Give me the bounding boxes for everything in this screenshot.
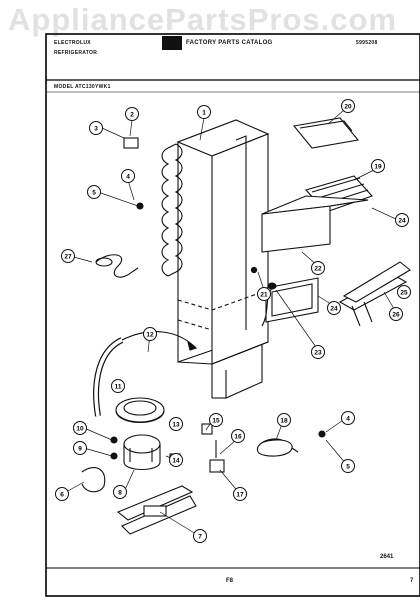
- lower-rails: [338, 261, 411, 327]
- svg-text:7: 7: [198, 534, 202, 541]
- callout-25: 25: [397, 285, 411, 299]
- svg-text:26: 26: [392, 312, 400, 319]
- top-hinge-bracket: [292, 117, 360, 149]
- page-frame: [45, 33, 420, 597]
- svg-text:14: 14: [172, 458, 180, 465]
- grommet: [81, 467, 106, 493]
- drain-pan: [115, 397, 165, 423]
- callout-bubbles: 1 2 3 4 5 6 7 8 9 10 11 12 13 14 15 16 1…: [55, 99, 411, 543]
- callout-18: 18: [277, 413, 291, 427]
- callout-24b: 24: [327, 301, 341, 315]
- callout-13: 13: [169, 417, 183, 431]
- svg-text:20: 20: [344, 104, 352, 111]
- callout-20: 20: [341, 99, 355, 113]
- svg-text:13: 13: [172, 422, 180, 429]
- callout-16: 16: [231, 429, 245, 443]
- svg-text:19: 19: [374, 164, 382, 171]
- compressor: [123, 434, 161, 471]
- svg-text:8: 8: [118, 490, 122, 497]
- svg-text:24: 24: [330, 306, 338, 313]
- svg-text:21: 21: [260, 292, 268, 299]
- callout-10: 10: [73, 421, 87, 435]
- product-line: REFRIGERATOR: [54, 50, 98, 56]
- callout-27: 27: [61, 249, 75, 263]
- svg-text:17: 17: [236, 492, 244, 499]
- callout-2: 2: [125, 107, 139, 121]
- svg-text:5: 5: [92, 190, 96, 197]
- cabinet-body: [176, 119, 270, 399]
- callout-23: 23: [311, 345, 325, 359]
- callout-14: 14: [169, 453, 183, 467]
- callout-22: 22: [311, 261, 325, 275]
- callout-6: 6: [55, 487, 69, 501]
- svg-text:4: 4: [126, 174, 130, 181]
- callout-9: 9: [73, 441, 87, 455]
- svg-text:4: 4: [346, 416, 350, 423]
- svg-text:22: 22: [314, 266, 322, 273]
- leader-lines: [65, 109, 399, 535]
- callout-4: 4: [121, 169, 135, 183]
- thermostat-wire: [261, 282, 277, 327]
- callout-3: 3: [89, 121, 103, 135]
- svg-text:10: 10: [76, 426, 84, 433]
- svg-text:23: 23: [314, 350, 322, 357]
- wiring-harness: [95, 254, 139, 278]
- svg-text:15: 15: [212, 418, 220, 425]
- callout-11: 11: [111, 379, 125, 393]
- callout-5: 5: [87, 185, 101, 199]
- catalog-title: FACTORY PARTS CATALOG: [186, 40, 273, 46]
- callout-5b: 5: [341, 459, 355, 473]
- callout-19: 19: [371, 159, 385, 173]
- svg-text:24: 24: [398, 218, 406, 225]
- footer-right: 7: [410, 578, 414, 584]
- svg-text:1: 1: [202, 110, 206, 117]
- watermark: AppliancePartsPros.com: [8, 2, 397, 37]
- svg-text:5: 5: [346, 464, 350, 471]
- svg-text:27: 27: [64, 254, 72, 261]
- brand-logo: [162, 36, 182, 50]
- svg-text:9: 9: [78, 446, 82, 453]
- callout-17: 17: [233, 487, 247, 501]
- callout-12: 12: [143, 327, 157, 341]
- svg-text:18: 18: [280, 418, 288, 425]
- footer-page: F8: [226, 578, 234, 584]
- doc-number: 5995208: [356, 40, 378, 46]
- svg-text:6: 6: [60, 492, 64, 499]
- callout-15: 15: [209, 413, 223, 427]
- svg-text:16: 16: [234, 434, 242, 441]
- power-cord: [256, 438, 299, 457]
- compressor-base-rail: [116, 485, 197, 535]
- callout-24a: 24: [395, 213, 409, 227]
- svg-text:12: 12: [146, 332, 154, 339]
- callout-1: 1: [197, 105, 211, 119]
- callout-21: 21: [257, 287, 271, 301]
- model-label: MODEL ATC130YWK1: [54, 84, 111, 90]
- brand-line: ELECTROLUX: [54, 40, 91, 46]
- callout-4b: 4: [341, 411, 355, 425]
- footer-code: 2641: [380, 554, 394, 560]
- callout-26: 26: [389, 307, 403, 321]
- callout-8: 8: [113, 485, 127, 499]
- callout-7: 7: [193, 529, 207, 543]
- drain-tube: [93, 331, 198, 417]
- svg-text:3: 3: [94, 126, 98, 133]
- svg-text:2: 2: [130, 112, 134, 119]
- condenser-coil: [161, 143, 183, 277]
- svg-text:25: 25: [400, 290, 408, 297]
- svg-text:11: 11: [115, 384, 122, 391]
- freezer-shelf-assembly: [261, 175, 373, 253]
